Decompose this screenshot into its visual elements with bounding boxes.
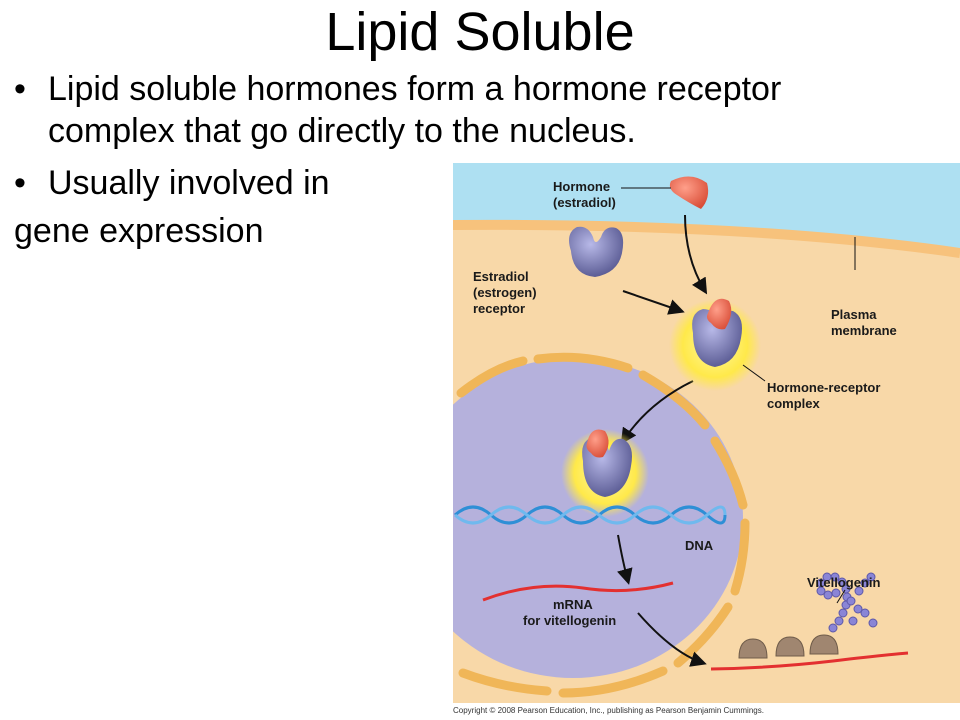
mrna-strand-cytoplasm xyxy=(710,651,909,671)
bullet-text-2: Usually involved in xyxy=(48,164,330,202)
nucleus xyxy=(453,358,743,678)
label-estradiol-receptor-3: receptor xyxy=(473,301,525,316)
hormone-receptor-complex-cytoplasm xyxy=(669,298,761,391)
label-vitellogenin: Vitellogenin xyxy=(807,575,880,590)
label-estradiol-receptor-2: (estrogen) xyxy=(473,285,537,300)
label-estradiol: (estradiol) xyxy=(553,195,616,210)
arrow-transcription xyxy=(617,534,633,585)
bullet-list: • Lipid soluble hormones form a hormone … xyxy=(14,68,814,252)
label-mrna-1: mRNA xyxy=(553,597,593,612)
hormone-pathway-figure: Hormone (estradiol) Estradiol (estrogen)… xyxy=(453,163,960,703)
label-plasma: Plasma xyxy=(831,307,877,322)
label-complex-1: Hormone-receptor xyxy=(767,380,880,395)
ribosomes xyxy=(738,634,839,659)
label-estradiol-receptor-1: Estradiol xyxy=(473,269,529,284)
hormone-receptor-complex-nucleus xyxy=(561,429,649,517)
hormone-molecule xyxy=(669,176,709,209)
extracellular-region xyxy=(453,163,960,253)
mrna-strand-nucleus xyxy=(482,581,674,602)
arrow-receptor-binding xyxy=(622,290,685,315)
label-mrna-2: for vitellogenin xyxy=(523,613,616,628)
bullet-marker: • xyxy=(14,164,26,202)
slide-title: Lipid Soluble xyxy=(325,2,635,62)
bullet-item-2: • Usually involved in xyxy=(14,162,814,204)
label-hormone: Hormone xyxy=(553,179,610,194)
label-dna: DNA xyxy=(685,538,714,553)
label-leader-lines xyxy=(621,187,856,604)
plasma-membrane xyxy=(453,219,960,258)
label-complex-2: complex xyxy=(767,396,821,411)
vitellogenin-protein-chain xyxy=(816,572,878,633)
continuation-text: gene expression xyxy=(14,212,264,250)
dna-helix xyxy=(454,505,727,525)
bullet-marker: • xyxy=(14,70,26,108)
free-receptor xyxy=(569,226,624,277)
label-membrane: membrane xyxy=(831,323,897,338)
bullet-item-1: • Lipid soluble hormones form a hormone … xyxy=(14,68,814,152)
arrow-translation xyxy=(637,612,707,667)
bullet-text-1: Lipid soluble hormones form a hormone re… xyxy=(48,70,782,150)
copyright-notice: Copyright © 2008 Pearson Education, Inc.… xyxy=(453,706,764,715)
arrow-hormone-entry xyxy=(684,214,708,295)
arrow-to-nucleus xyxy=(620,380,694,445)
nuclear-envelope xyxy=(456,352,750,698)
